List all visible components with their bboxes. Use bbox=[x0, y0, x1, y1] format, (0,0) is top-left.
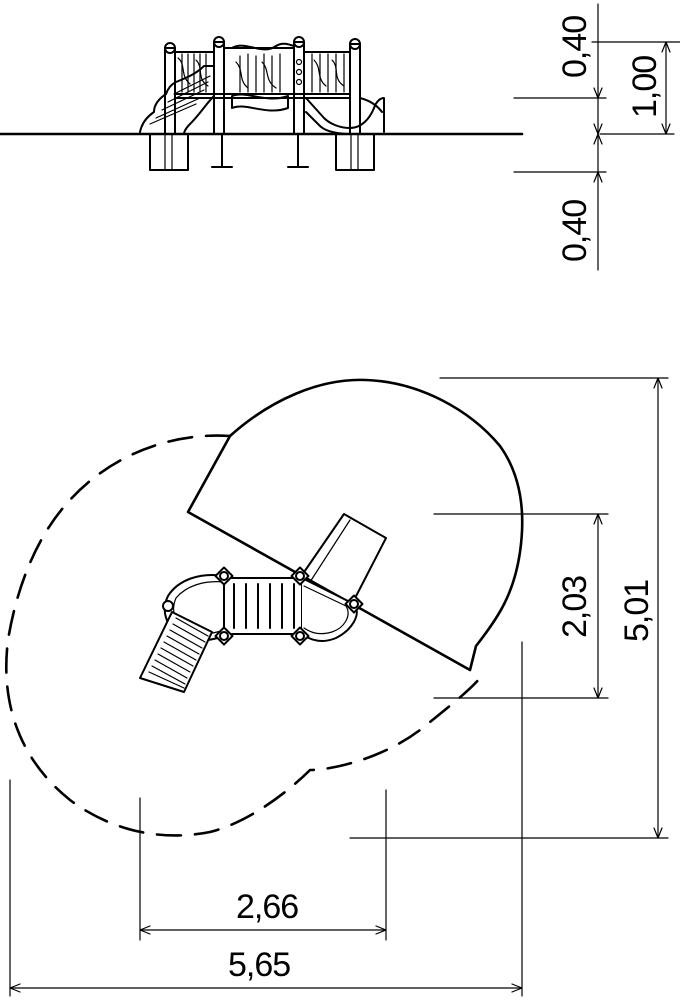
plan-view: 2,66 5,65 2,03 5,01 bbox=[4, 377, 669, 997]
side-elevation-view: 0,40 1,00 0,40 bbox=[0, 3, 680, 271]
dim-label-total-height: 1,00 bbox=[626, 56, 664, 118]
dim-label-below: 0,40 bbox=[556, 200, 594, 262]
dim-label-width-partial: 2,66 bbox=[236, 888, 298, 926]
elevation-dimension-lines bbox=[513, 3, 680, 271]
foundations bbox=[149, 133, 375, 171]
dim-label-width-total: 5,65 bbox=[228, 946, 290, 984]
safety-area-outline bbox=[4, 434, 482, 837]
plan-dimension-lines bbox=[9, 377, 669, 997]
dim-label-above-small: 0,40 bbox=[556, 16, 594, 78]
stairs-plan bbox=[139, 611, 213, 693]
dim-label-depth-total: 5,01 bbox=[618, 580, 656, 642]
play-structure-elevation bbox=[139, 36, 385, 135]
slide-plan bbox=[299, 513, 387, 605]
slide-runout-zone bbox=[186, 378, 524, 672]
dim-label-depth-partial: 2,03 bbox=[556, 576, 594, 638]
platform-plan bbox=[162, 566, 364, 646]
